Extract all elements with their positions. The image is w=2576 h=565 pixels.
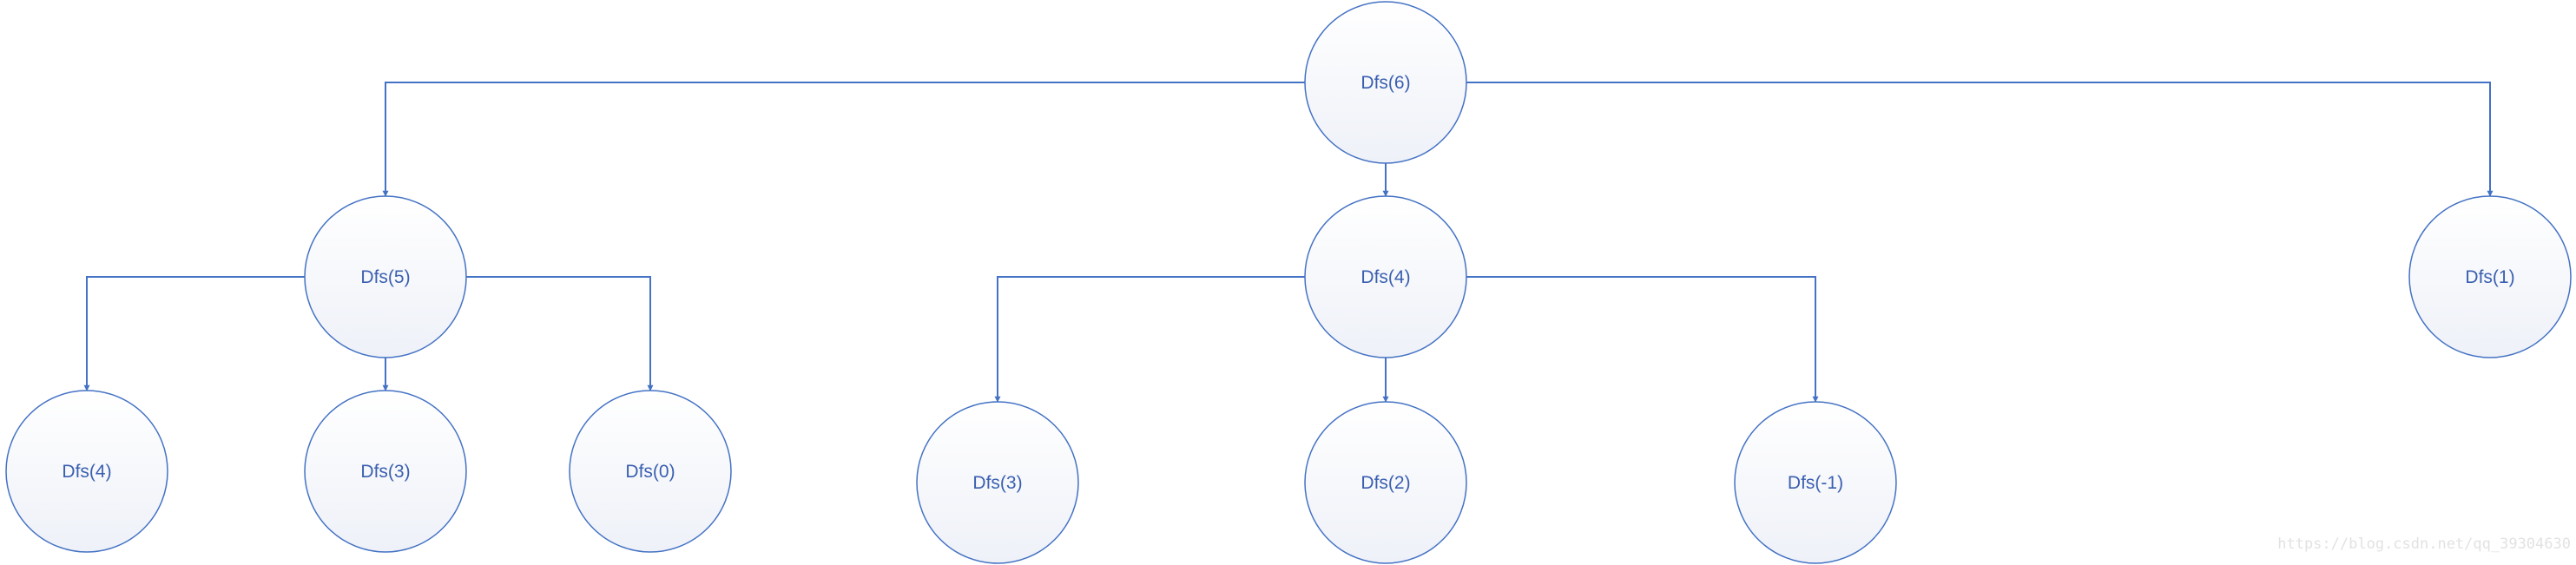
tree-node: Dfs(1) [2408,195,2572,358]
tree-node: Dfs(5) [304,195,467,358]
node-circle [569,390,732,553]
node-label: Dfs(6) [1360,73,1410,93]
edge-arrow [994,276,1305,403]
node-label: Dfs(3) [972,473,1022,493]
tree-node: Dfs(4) [5,390,168,553]
edges-layer [83,82,2494,403]
node-circle [1304,195,1467,358]
node-label: Dfs(0) [625,462,675,482]
node-label: Dfs(2) [1360,473,1410,493]
tree-node: Dfs(6) [1304,1,1467,164]
tree-node: Dfs(3) [304,390,467,553]
node-circle [1734,401,1897,564]
node-circle [916,401,1079,564]
node-label: Dfs(-1) [1788,473,1843,493]
tree-node: Dfs(4) [1304,195,1467,358]
edge-arrow [1466,82,2494,197]
node-label: Dfs(1) [2465,267,2514,287]
node-label: Dfs(3) [360,462,410,482]
edge-arrow [83,276,305,391]
tree-node: Dfs(0) [569,390,732,553]
edge-arrow [466,276,654,391]
watermark-text: https://blog.csdn.net/qq_39304630 [2277,535,2571,553]
node-circle [5,390,168,553]
tree-node: Dfs(3) [916,401,1079,564]
node-label: Dfs(5) [360,267,410,287]
node-circle [304,195,467,358]
edge-arrow [382,82,1305,197]
nodes-layer: Dfs(6) Dfs(5) Dfs(4) Dfs(1) Dfs(4) Dfs(3) Dfs(… [5,1,2572,564]
tree-node: Dfs(2) [1304,401,1467,564]
node-circle [1304,1,1467,164]
node-circle [304,390,467,553]
edge-arrow [1466,276,1819,403]
tree-node: Dfs(-1) [1734,401,1897,564]
node-circle [2408,195,2572,358]
node-label: Dfs(4) [1360,267,1410,287]
node-circle [1304,401,1467,564]
node-label: Dfs(4) [62,462,111,482]
